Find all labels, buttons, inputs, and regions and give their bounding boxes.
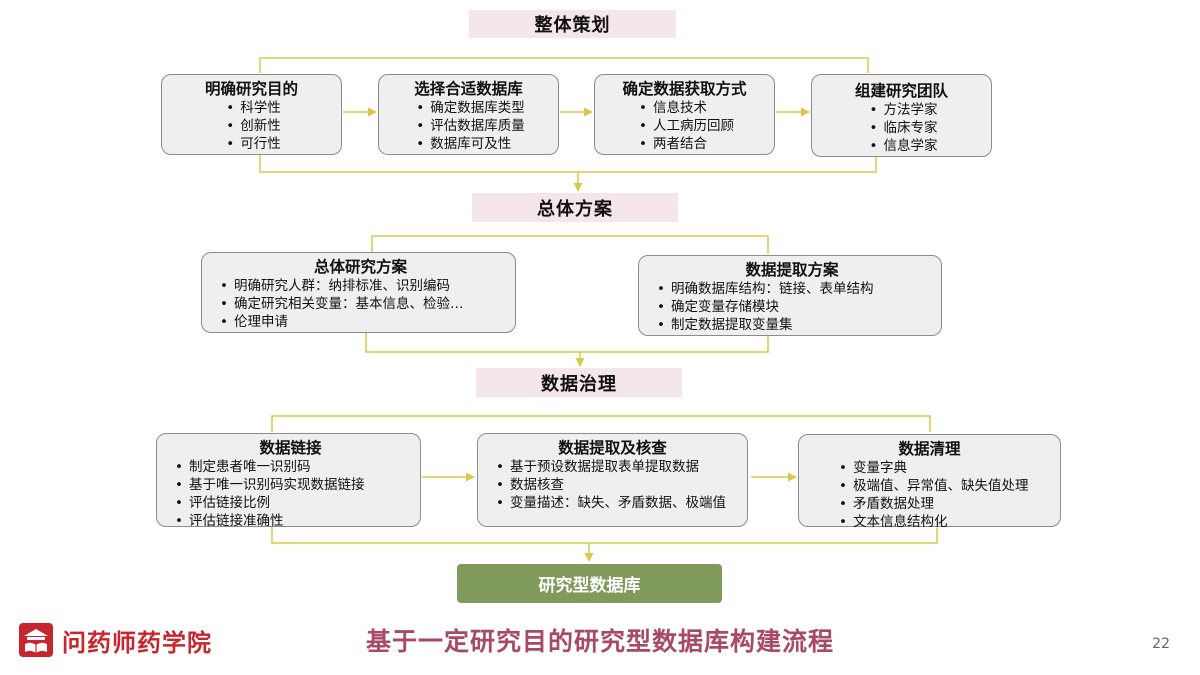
list-item: 明确研究人群：纳排标准、识别编码: [216, 277, 505, 295]
connector-scheme-bottom: [365, 333, 769, 353]
list-item: 基于唯一识别码实现数据链接: [171, 476, 410, 494]
list-item: 矛盾数据处理: [835, 495, 1050, 513]
box-data-extraction-check: 数据提取及核查 基于预设数据提取表单提取数据 数据核查 变量描述：缺失、矛盾数据…: [477, 433, 748, 527]
list-item: 创新性: [222, 117, 281, 135]
box-data-linkage: 数据链接 制定患者唯一识别码 基于唯一识别码实现数据链接 评估链接比例 评估链接…: [156, 433, 421, 530]
list-item: 评估数据库质量: [412, 117, 525, 135]
academy-logo-icon: [19, 623, 53, 657]
box-data-cleaning: 数据清理 变量字典 极端值、异常值、缺失值处理 矛盾数据处理 文本信息结构化: [798, 434, 1061, 531]
list-item: 极端值、异常值、缺失值处理: [835, 477, 1050, 495]
stage-data-governance: 数据治理: [476, 368, 682, 397]
connector-scheme-top: [371, 235, 769, 254]
list-item: 评估链接比例: [171, 494, 410, 512]
list-item: 确定研究相关变量：基本信息、检验…: [216, 295, 505, 313]
list-item: 基于预设数据提取表单提取数据: [492, 458, 733, 476]
list-item: 人工病历回顾: [635, 117, 734, 135]
list-item: 明确数据库结构：链接、表单结构: [653, 280, 931, 298]
list-item: 方法学家: [866, 101, 938, 119]
logo: 问药师药学院: [18, 622, 212, 658]
list-item: 信息学家: [866, 137, 938, 155]
list-item: 数据核查: [492, 476, 733, 494]
connector-governance-top: [271, 415, 931, 432]
list-item: 可行性: [222, 135, 281, 153]
list-item: 信息技术: [635, 99, 734, 117]
stage-overall-scheme: 总体方案: [472, 193, 678, 222]
list-item: 确定变量存储模块: [653, 298, 931, 316]
list-item: 变量描述：缺失、矛盾数据、极端值: [492, 494, 733, 512]
box-research-team: 组建研究团队 方法学家 临床专家 信息学家: [811, 74, 992, 157]
list-item: 评估链接准确性: [171, 512, 410, 530]
list-item: 伦理申请: [216, 313, 505, 331]
list-item: 确定数据库类型: [412, 99, 525, 117]
box-title: 数据链接: [259, 439, 322, 457]
list-item: 数据库可及性: [412, 135, 525, 153]
box-research-purpose: 明确研究目的 科学性 创新性 可行性: [161, 74, 342, 155]
result-research-database: 研究型数据库: [457, 564, 722, 603]
box-title: 选择合适数据库: [414, 80, 523, 98]
list-item: 变量字典: [835, 459, 1050, 477]
box-title: 组建研究团队: [854, 82, 948, 100]
box-data-extraction-plan: 数据提取方案 明确数据库结构：链接、表单结构 确定变量存储模块 制定数据提取变量…: [638, 255, 942, 336]
connector-planning-top: [259, 57, 869, 73]
page-number: 22: [1152, 636, 1170, 652]
box-title: 明确研究目的: [204, 80, 298, 98]
logo-text: 问药师药学院: [62, 628, 212, 657]
box-title: 数据清理: [898, 440, 961, 458]
list-item: 两者结合: [635, 135, 734, 153]
list-item: 临床专家: [866, 119, 938, 137]
box-data-acquisition: 确定数据获取方式 信息技术 人工病历回顾 两者结合: [594, 74, 775, 155]
box-title: 总体研究方案: [313, 258, 407, 276]
stage-planning: 整体策划: [469, 10, 676, 38]
box-choose-database: 选择合适数据库 确定数据库类型 评估数据库质量 数据库可及性: [378, 74, 559, 155]
figure-caption: 基于一定研究目的研究型数据库构建流程: [365, 627, 834, 656]
list-item: 文本信息结构化: [835, 513, 1050, 531]
box-title: 数据提取方案: [745, 261, 839, 279]
list-item: 制定患者唯一识别码: [171, 458, 410, 476]
connector-planning-bottom: [259, 155, 877, 173]
box-title: 确定数据获取方式: [622, 80, 747, 98]
list-item: 科学性: [222, 99, 281, 117]
connector-governance-bottom: [271, 527, 938, 544]
list-item: 制定数据提取变量集: [653, 316, 931, 334]
box-title: 数据提取及核查: [558, 439, 667, 457]
box-overall-research-plan: 总体研究方案 明确研究人群：纳排标准、识别编码 确定研究相关变量：基本信息、检验…: [201, 252, 516, 333]
